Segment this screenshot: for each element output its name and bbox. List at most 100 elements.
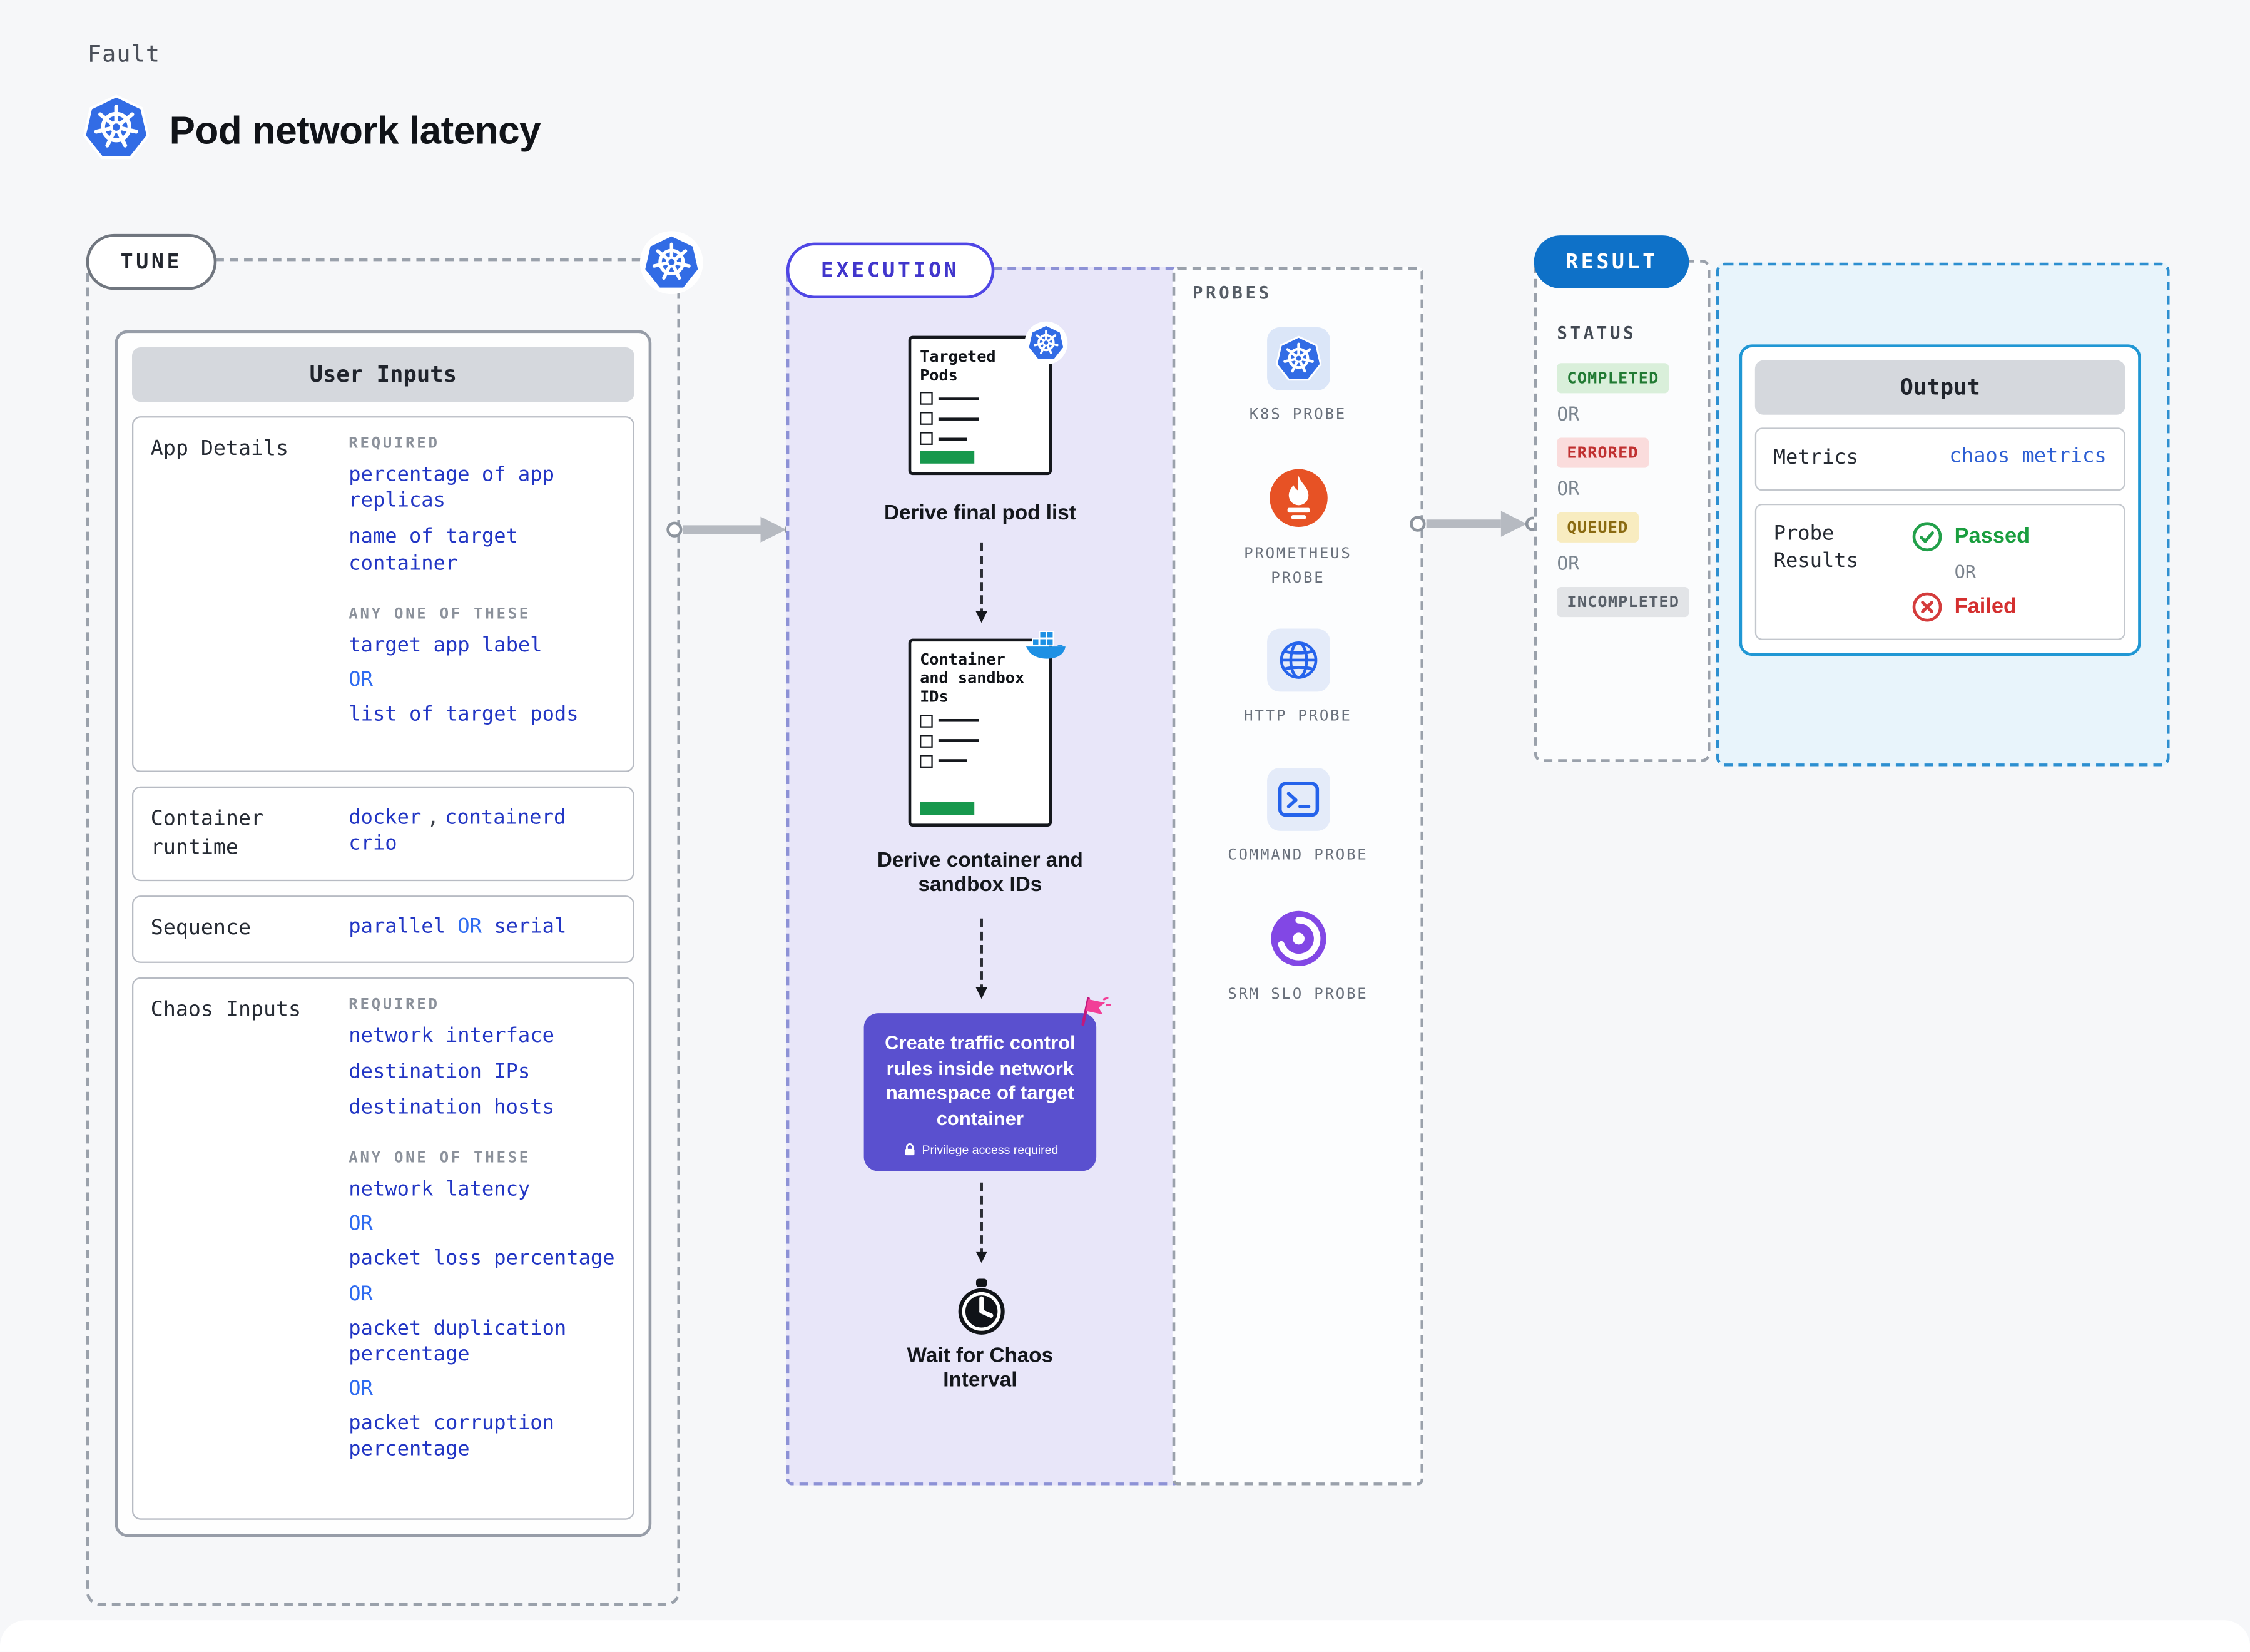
or-label: OR xyxy=(1954,560,1977,583)
required-label: REQUIRED xyxy=(349,434,440,452)
input-value: percentage of app replicas xyxy=(349,463,554,513)
result-pill: RESULT xyxy=(1534,235,1690,288)
input-value: target app label xyxy=(349,634,542,657)
docker-icon xyxy=(1024,625,1067,668)
sequence-label: Sequence xyxy=(150,917,251,941)
or-label: OR xyxy=(349,1377,373,1401)
prometheus-icon xyxy=(1266,466,1330,529)
doc-list-row xyxy=(920,392,1041,405)
globe-icon xyxy=(1266,629,1330,693)
flow-arrow xyxy=(1410,511,1540,537)
status-label: STATUS xyxy=(1557,323,1637,344)
probe-label: SRM SLO PROBE xyxy=(1228,986,1368,1004)
input-value: list of target pods xyxy=(349,703,579,727)
clock-icon xyxy=(954,1278,1009,1342)
input-value: destination hosts xyxy=(349,1096,554,1119)
tune-section: TUNE User Inputs App Details REQUIRED pe… xyxy=(86,231,703,1606)
metrics-label: Metrics xyxy=(1773,446,1858,469)
input-value: name of target container xyxy=(349,526,518,575)
bottom-bar xyxy=(0,1620,2250,1652)
kubernetes-icon xyxy=(83,94,149,166)
probe-item-prometheus: PROMETHEUS PROBE xyxy=(1212,466,1384,591)
kubernetes-icon xyxy=(639,231,703,295)
status-badge-incompleted: INCOMPLETED xyxy=(1557,587,1690,618)
targeted-pods-doc: Targeted Pods xyxy=(908,321,1068,476)
execution-pill: EXECUTION xyxy=(786,242,994,299)
probe-label: PROMETHEUS PROBE xyxy=(1244,545,1352,587)
input-value: destination IPs xyxy=(349,1060,531,1084)
result-output-section: Output Metrics chaos metrics Probe Resul… xyxy=(1716,262,2170,767)
input-value: packet duplication percentage xyxy=(349,1317,567,1366)
any-one-label: ANY ONE OF THESE xyxy=(349,1150,531,1168)
privilege-badge: Privilege access required xyxy=(878,1143,1082,1157)
probe-label: COMMAND PROBE xyxy=(1228,847,1368,865)
check-circle-icon xyxy=(1912,521,1942,551)
probe-results-label: Probe Results xyxy=(1773,521,1858,573)
fault-eyebrow: Fault xyxy=(87,40,161,68)
or-label: OR xyxy=(349,668,373,692)
sequence-section: Sequence parallel OR serial xyxy=(131,895,634,963)
result-status-section: RESULT STATUS COMPLETED OR ERRORED OR QU… xyxy=(1534,235,1711,762)
flow-down-arrow xyxy=(975,542,987,623)
sequence-values: parallel OR serial xyxy=(349,915,567,939)
tune-pill: TUNE xyxy=(86,233,217,290)
kubernetes-icon xyxy=(1024,321,1068,365)
or-label: OR xyxy=(1557,554,1580,576)
kubernetes-icon xyxy=(1266,327,1330,390)
user-inputs-card: User Inputs App Details REQUIRED percent… xyxy=(115,330,652,1537)
doc-list-row xyxy=(920,714,1041,727)
doc-progress-bar xyxy=(920,802,975,815)
probe-label: HTTP PROBE xyxy=(1244,708,1352,726)
srm-slo-icon xyxy=(1266,907,1330,970)
app-details-label: App Details xyxy=(150,437,289,461)
doc-progress-bar xyxy=(920,451,975,464)
execution-section: EXECUTION Targeted Pods Derive final pod… xyxy=(786,242,1180,1486)
required-label: REQUIRED xyxy=(349,995,440,1013)
metrics-value: chaos metrics xyxy=(1949,444,2107,468)
probe-item-command: COMMAND PROBE xyxy=(1212,768,1384,868)
status-badge-queued: QUEUED xyxy=(1557,512,1639,543)
input-value: network interface xyxy=(349,1024,554,1048)
container-runtime-values: docker,containerd crio xyxy=(349,806,566,856)
or-label: OR xyxy=(349,1213,373,1236)
terminal-icon xyxy=(1266,768,1330,832)
probe-label: K8S PROBE xyxy=(1249,406,1346,424)
probe-result-passed: Passed xyxy=(1911,521,2030,552)
flow-down-arrow xyxy=(975,918,987,999)
probe-results-row: Probe Results Passed OR xyxy=(1754,503,2125,640)
metrics-row: Metrics chaos metrics xyxy=(1754,427,2125,491)
doc-list-row xyxy=(920,734,1041,747)
container-runtime-label: Container runtime xyxy=(150,808,264,859)
lock-icon xyxy=(904,1143,914,1156)
chaos-inputs-section: Chaos Inputs REQUIRED network interface … xyxy=(131,977,634,1519)
user-inputs-title: User Inputs xyxy=(131,347,634,402)
page-title: Pod network latency xyxy=(169,108,541,151)
doc-list-row xyxy=(920,412,1041,426)
status-badge-errored: ERRORED xyxy=(1557,437,1649,468)
step-caption: Derive final pod list xyxy=(884,502,1076,526)
doc-title: Container and sandbox IDs xyxy=(920,650,1025,707)
or-label: OR xyxy=(349,1282,373,1306)
probes-section: PROBES K8S PROBE PROMETHEUS PROBE xyxy=(1172,267,1424,1486)
flow-arrow xyxy=(666,516,800,543)
probe-item-http: HTTP PROBE xyxy=(1212,629,1384,729)
or-label: OR xyxy=(1557,404,1580,427)
step-caption: Derive container and sandbox IDs xyxy=(877,849,1083,898)
output-title: Output xyxy=(1754,360,2125,415)
doc-title: Targeted Pods xyxy=(920,347,996,385)
or-label: OR xyxy=(1557,479,1580,501)
probe-item-srm-slo: SRM SLO PROBE xyxy=(1212,907,1384,1007)
status-badge-completed: COMPLETED xyxy=(1557,363,1669,394)
chaos-inputs-label: Chaos Inputs xyxy=(150,998,302,1022)
container-ids-doc: Container and sandbox IDs xyxy=(908,631,1066,827)
probe-item-k8s: K8S PROBE xyxy=(1212,327,1384,427)
flow-down-arrow xyxy=(975,1182,987,1263)
output-card: Output Metrics chaos metrics Probe Resul… xyxy=(1739,344,2141,656)
page-header: Pod network latency xyxy=(83,94,541,166)
doc-list-row xyxy=(920,432,1041,446)
any-one-label: ANY ONE OF THESE xyxy=(349,605,531,623)
probe-result-failed: Failed xyxy=(1911,591,2030,622)
step-caption: Create traffic control rules inside netw… xyxy=(885,1031,1076,1129)
app-details-section: App Details REQUIRED percentage of app r… xyxy=(131,416,634,772)
